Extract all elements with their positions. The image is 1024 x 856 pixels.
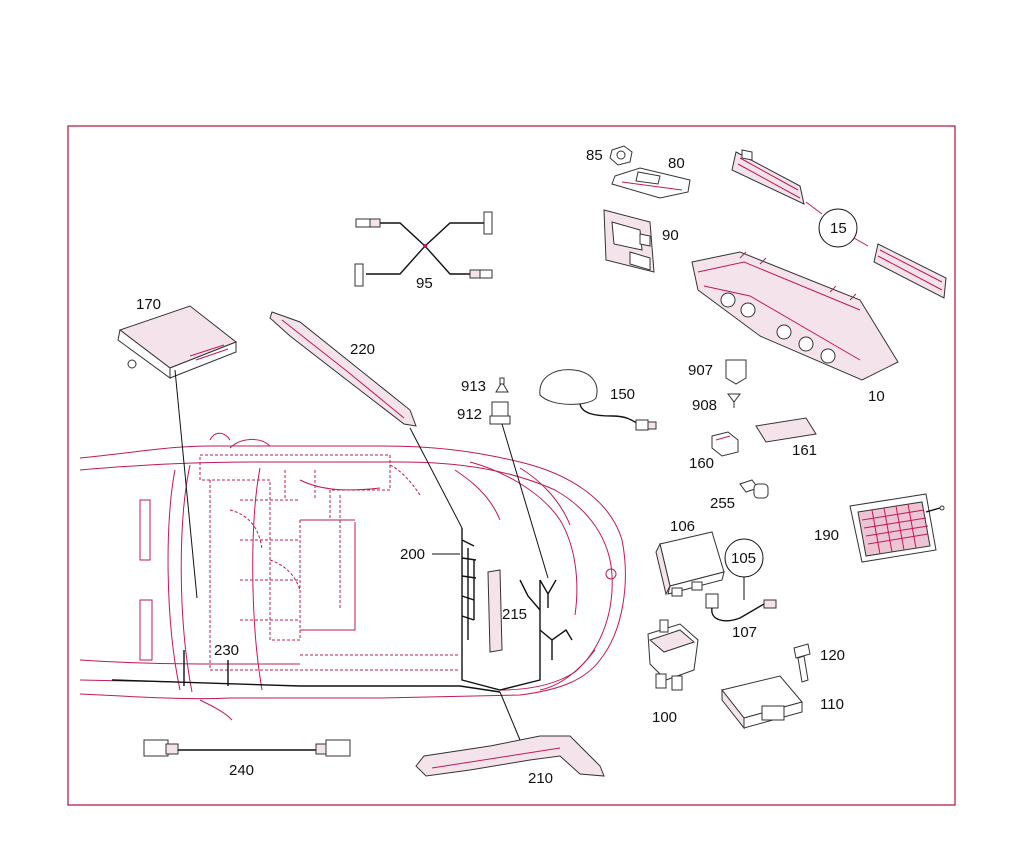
part-210-sill (415, 735, 605, 777)
label-120: 120 (820, 647, 845, 664)
diagram-frame (67, 125, 956, 806)
label-110: 110 (820, 696, 844, 713)
part-161-pad (755, 417, 817, 443)
label-240: 240 (229, 762, 254, 779)
part-80-bracket (611, 167, 691, 199)
part-100-relay (647, 619, 699, 691)
label-220: 220 (350, 341, 375, 358)
part-220-trim (269, 311, 417, 427)
car-body-outline (79, 432, 626, 721)
part-10-console (691, 251, 899, 381)
part-200-harness (461, 528, 573, 691)
car-inner-structure (199, 454, 460, 671)
label-10: 10 (868, 388, 885, 405)
callout-15-circle (818, 208, 858, 248)
part-255-bolt (739, 479, 769, 499)
part-170-control-unit (117, 305, 237, 379)
label-107: 107 (732, 624, 757, 641)
part-190-lamp (849, 493, 945, 563)
part-90-module (603, 209, 655, 273)
label-230: 230 (214, 642, 239, 659)
label-210: 210 (528, 770, 553, 787)
label-255: 255 (710, 495, 735, 512)
part-240-cable (143, 739, 351, 757)
label-912: 912 (457, 406, 482, 423)
part-160-clip (711, 431, 739, 457)
label-95: 95 (416, 275, 433, 292)
part-907-clip (725, 359, 747, 385)
label-190: 190 (814, 527, 839, 544)
part-85-nut (609, 145, 633, 166)
label-907: 907 (688, 362, 713, 379)
label-90: 90 (662, 227, 679, 244)
leader-220 (409, 427, 463, 529)
label-15: 15 (830, 220, 847, 237)
part-95-cable (354, 211, 493, 287)
label-161: 161 (792, 442, 817, 459)
label-160: 160 (689, 455, 714, 472)
part-106-unit (655, 531, 725, 597)
part-215-strip (487, 569, 503, 653)
part-150-antenna (539, 369, 657, 431)
label-170: 170 (136, 296, 161, 313)
leader-170 (174, 369, 198, 599)
leader-230 (499, 691, 521, 741)
part-107-cable (705, 577, 777, 622)
label-908: 908 (692, 397, 717, 414)
part-120-bolt (793, 643, 811, 683)
label-106: 106 (670, 518, 695, 535)
label-80: 80 (668, 155, 685, 172)
part-230-wire (111, 650, 501, 693)
label-105: 105 (731, 550, 756, 567)
label-913: 913 (461, 378, 486, 395)
label-200: 200 (400, 546, 425, 563)
part-913-clip (495, 377, 509, 393)
part-15-connectors (731, 149, 947, 299)
label-215: 215 (502, 606, 527, 623)
leader-912 (501, 423, 549, 579)
part-908-screw (727, 393, 741, 408)
part-912-clip (489, 401, 511, 425)
label-85: 85 (586, 147, 603, 164)
label-100: 100 (652, 709, 677, 726)
part-110-module (721, 675, 803, 730)
label-150: 150 (610, 386, 635, 403)
